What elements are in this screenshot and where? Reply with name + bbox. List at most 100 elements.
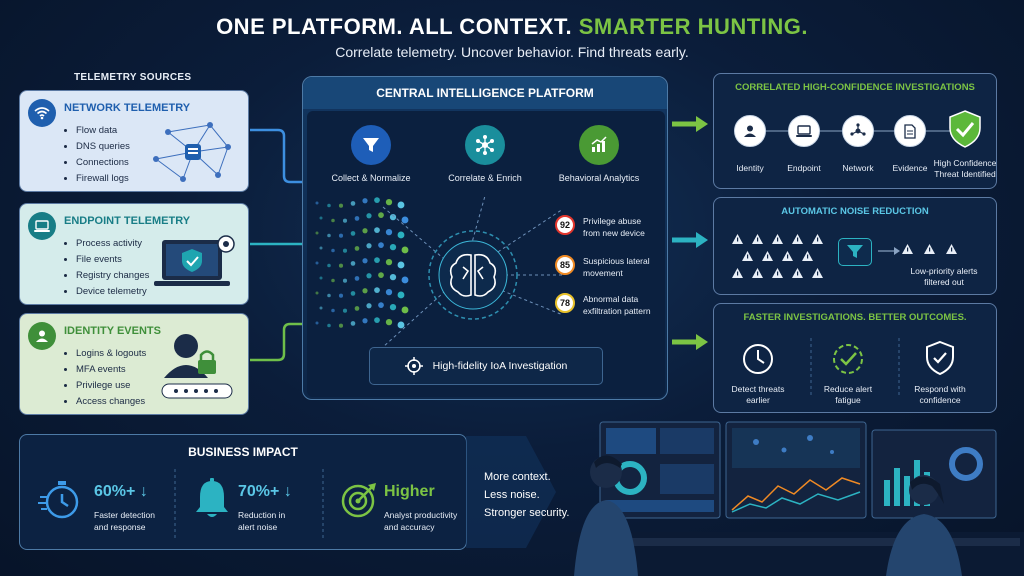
funnel-icon [351,125,391,165]
data-particle [374,317,380,323]
impact-value: 70%+ ↓ [238,483,292,500]
data-particle [315,231,319,235]
data-particle [401,216,409,224]
data-particle [366,273,372,279]
alert-triangle-icon [792,268,803,278]
data-particle [385,289,393,296]
data-particle [401,276,409,284]
noise-reduction-panel: AUTOMATIC NOISE REDUCTION Low-priority a… [713,197,997,295]
data-particle [350,231,356,236]
alert-triangle-icon [742,251,753,261]
data-particle [366,303,372,309]
alert-triangle-icon [752,268,763,278]
data-particle [389,304,397,311]
data-particle [354,246,360,251]
data-particle [374,257,380,263]
endpoint-telemetry-card: ENDPOINT TELEMETRY Process activity File… [19,203,249,305]
bullet-list: Logins & logouts MFA events Privilege us… [76,346,146,410]
user-lock-art [161,334,233,399]
check-gauge-icon [833,344,863,374]
panel-title: CORRELATED HIGH-CONFIDENCE INVESTIGATION… [735,82,975,93]
divider [174,469,176,539]
data-particle [342,248,348,253]
data-particle [385,199,393,206]
alert-triangle-icon [946,244,957,254]
data-particle [342,308,348,313]
card-title: ENDPOINT TELEMETRY [64,215,191,227]
data-particle [378,302,384,308]
data-particle [338,293,344,298]
endpoint-node-icon [788,115,820,147]
alert-triangle-icon [902,244,913,254]
tagline-chevron [466,436,556,548]
data-particle [315,201,319,205]
data-particle [350,201,356,206]
alert-triangle-icon [732,234,743,244]
data-particle [354,306,360,311]
data-particle [342,218,348,223]
network-node-icon [842,115,874,147]
divider [810,338,812,398]
data-particle [366,213,372,219]
analytics-icon [579,125,619,165]
crosshair-icon [404,357,423,375]
data-particle [327,263,331,268]
identity-events-card: IDENTITY EVENTS Logins & logouts MFA eve… [19,313,249,415]
risk-score-badge: 78 [555,293,575,313]
network-icon [465,125,505,165]
bell-icon [196,478,228,517]
clock-icon [743,344,773,374]
data-particle [366,243,372,249]
alert-triangle-icon [762,251,773,261]
risk-score-badge: 92 [555,215,575,235]
impact-value: 60%+ ↓ [94,483,148,500]
node-label: Evidence [892,163,928,173]
alert-triangle-icon [812,234,823,244]
shield-check-icon [926,340,954,376]
analyst-silhouette [886,475,962,576]
user-icon [28,322,56,350]
output-arrows [672,116,708,350]
alert-triangle-icon [924,244,935,254]
alert-triangle-icon [802,251,813,261]
panel-title: BUSINESS IMPACT [188,445,298,459]
data-particle [378,212,384,218]
shield-laptop-art [154,235,235,286]
wifi-icon [28,99,56,127]
flow-arrow [878,247,900,255]
ioa-investigation-bar: High-fidelity IoA Investigation [369,347,603,385]
data-particle [350,291,356,296]
data-particle [362,228,368,234]
source-connectors [250,128,308,362]
data-particle [331,218,335,223]
page-subtitle: Correlate telemetry. Uncover behavior. F… [335,44,689,60]
data-particle [338,263,344,268]
data-particle [362,288,368,294]
soc-analysts-illustration [570,421,1024,576]
telemetry-sources-label: TELEMETRY SOURCES [74,72,192,83]
data-particle [315,321,319,325]
data-particle [397,201,405,209]
stage-label: Behavioral Analytics [558,173,640,183]
network-telemetry-card: NETWORK TELEMETRY Flow data DNS queries … [19,90,249,192]
analyst-silhouette [574,455,638,576]
data-particle [338,323,344,328]
network-graph-art [153,122,231,182]
node-label: Endpoint [787,163,821,173]
data-particle [378,272,384,278]
stage-label: Collect & Normalize [331,173,411,183]
data-particle [331,278,335,283]
data-particle [362,258,368,264]
alert-triangle-icon [752,234,763,244]
data-particle [331,308,335,313]
identity-node-icon [734,115,766,147]
data-particle [374,227,380,233]
data-particle [389,214,397,221]
data-particle [362,318,368,324]
